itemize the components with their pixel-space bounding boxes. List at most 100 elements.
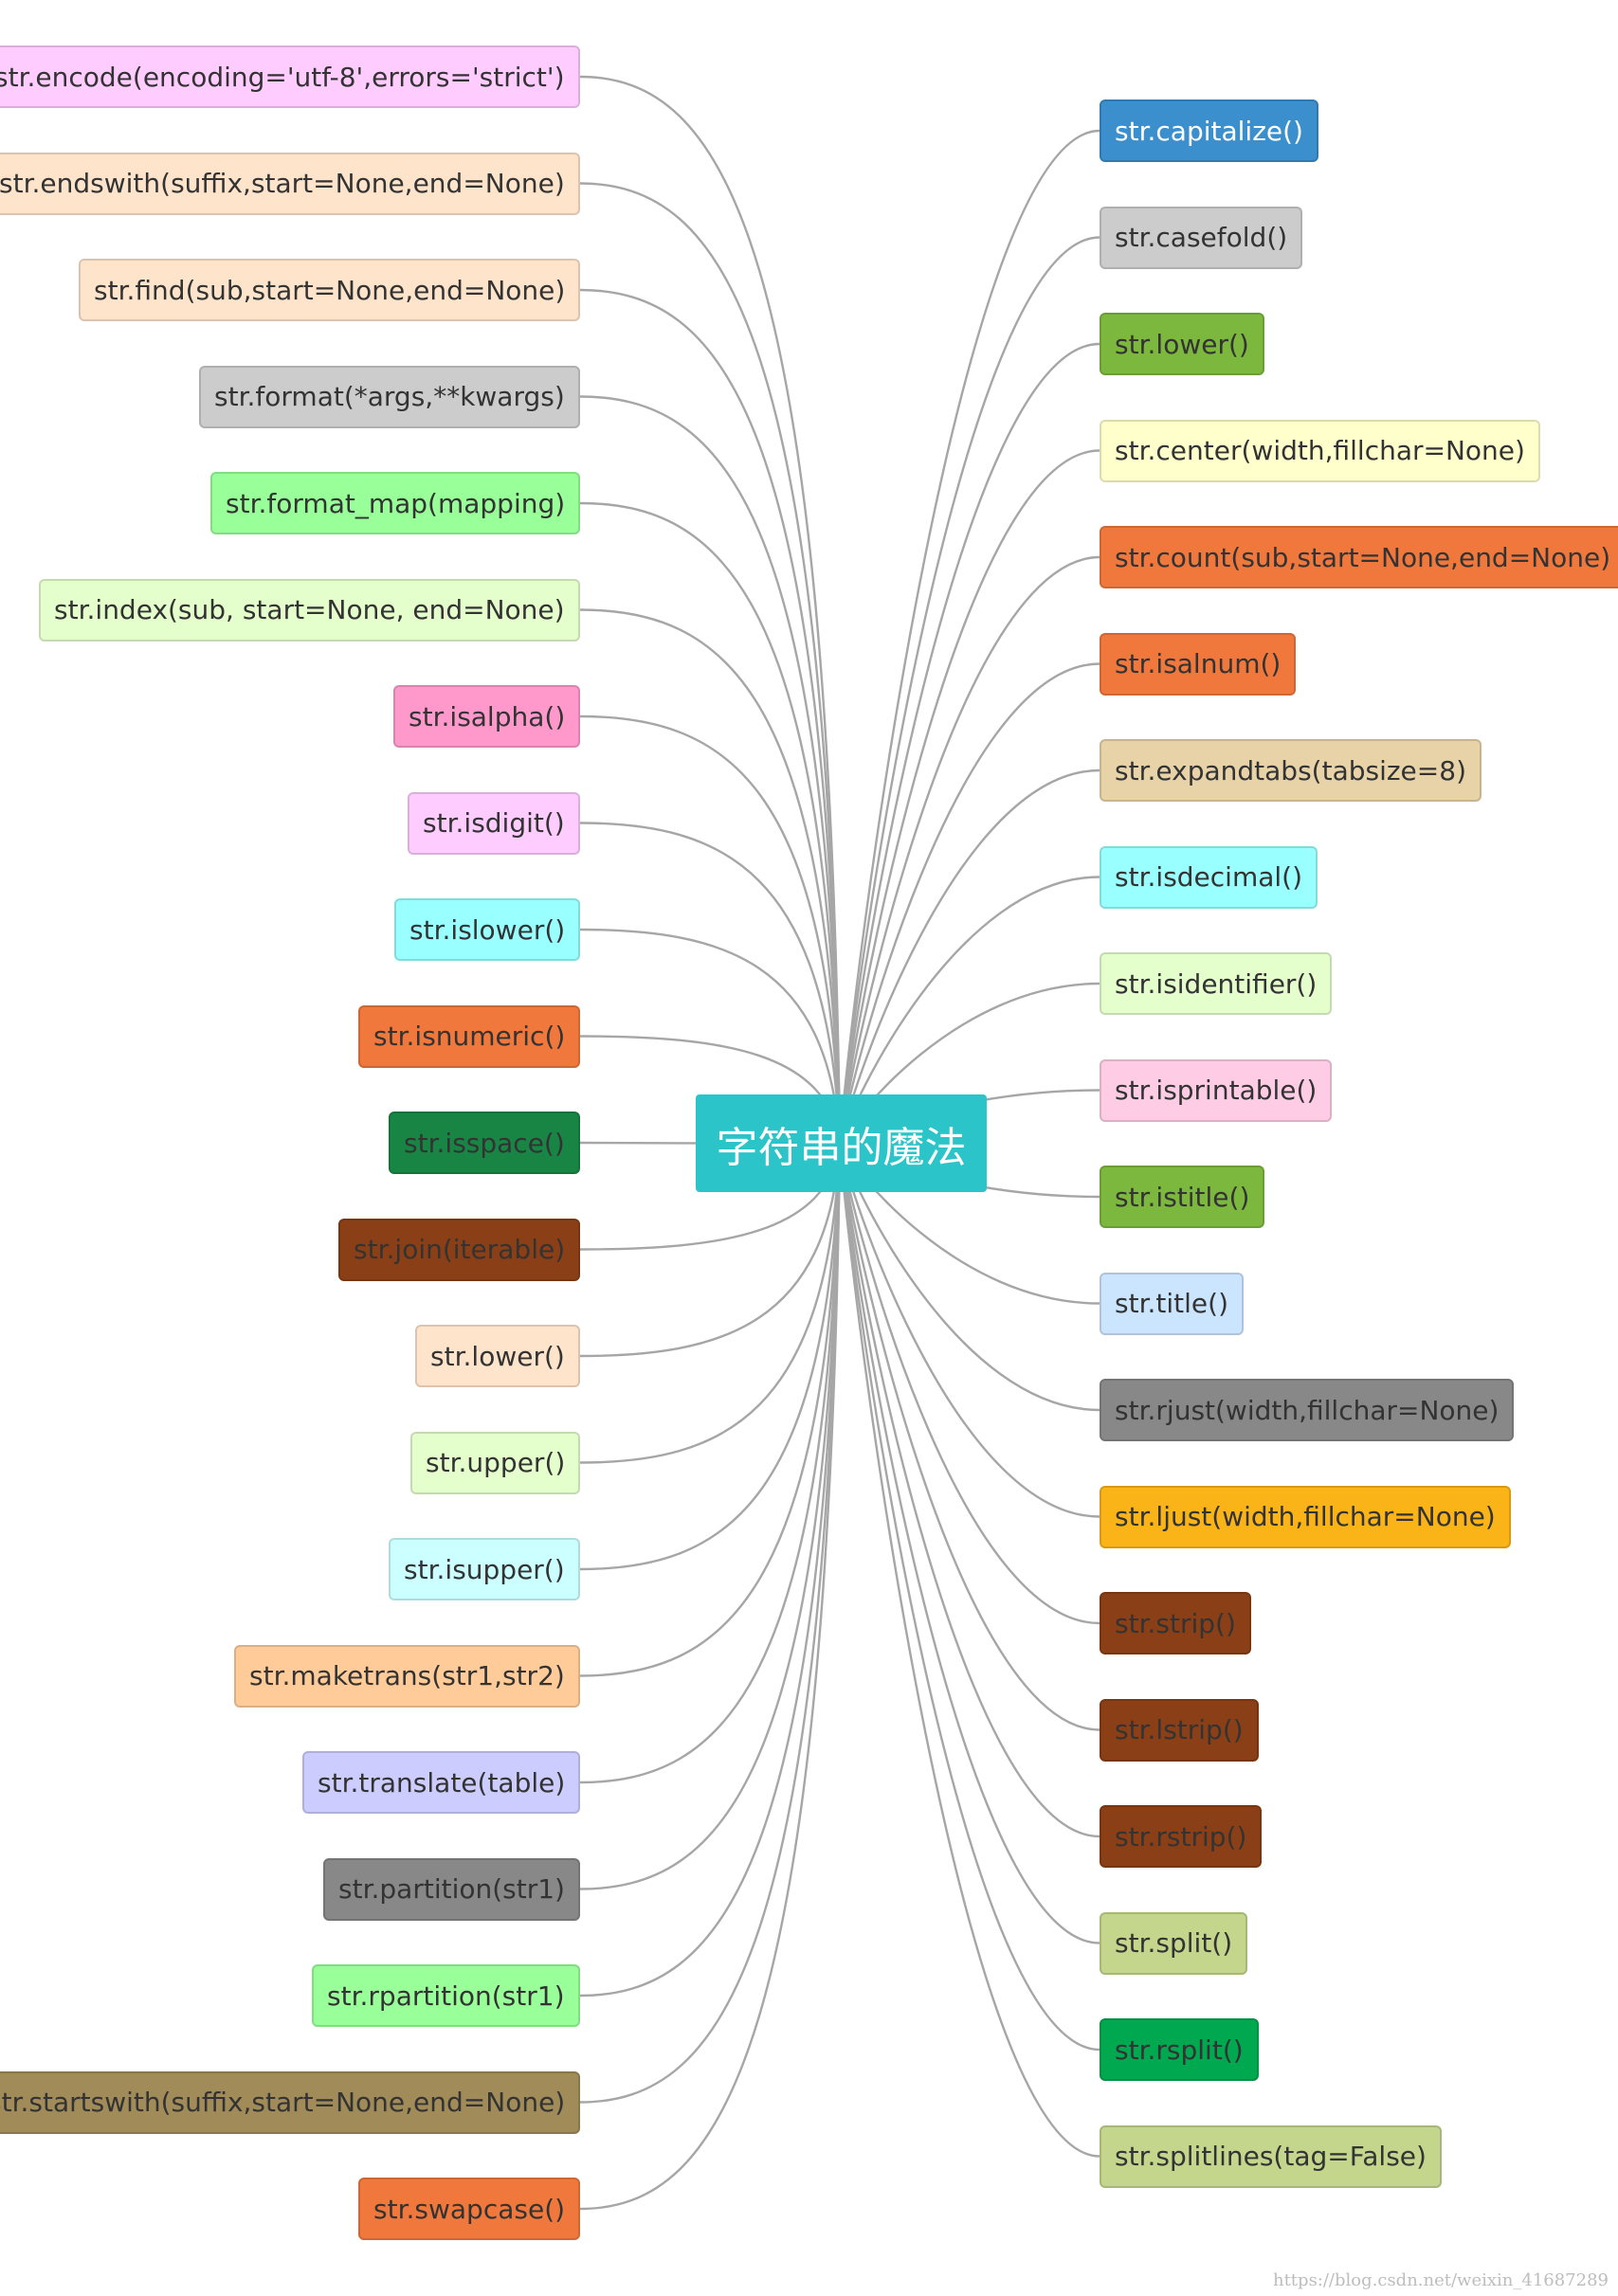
left-connector: [579, 501, 842, 1145]
left-node-label: str.format_map(mapping): [226, 487, 566, 519]
right-node-label: str.expandtabs(tabsize=8): [1115, 754, 1466, 786]
right-node-label: str.isidentifier(): [1115, 967, 1318, 1000]
left-node-label: str.isalpha(): [409, 700, 566, 732]
left-node-label: str.lower(): [430, 1340, 565, 1372]
left-node-label: str.isupper(): [404, 1553, 565, 1585]
left-node[interactable]: str.find(sub,start=None,end=None): [79, 259, 581, 321]
right-node-label: str.ljust(width,fillchar=None): [1115, 1501, 1496, 1532]
left-connector: [579, 288, 842, 1145]
right-node[interactable]: str.strip(): [1100, 1592, 1251, 1654]
left-node[interactable]: str.translate(table): [302, 1751, 581, 1814]
left-node-label: str.find(sub,start=None,end=None): [94, 274, 566, 306]
right-node-label: str.splitlines(tag=False): [1115, 2141, 1427, 2172]
left-node[interactable]: str.format_map(mapping): [210, 472, 581, 534]
left-connector: [579, 182, 842, 1145]
left-node[interactable]: str.index(sub, start=None, end=None): [39, 578, 580, 642]
right-node[interactable]: str.expandtabs(tabsize=8): [1100, 739, 1482, 802]
left-node-label: str.maketrans(str1,str2): [249, 1660, 565, 1691]
left-node[interactable]: str.isalpha(): [393, 685, 581, 748]
right-node[interactable]: str.split(): [1100, 1911, 1248, 1975]
left-node-label: str.translate(table): [318, 1766, 566, 1799]
right-connector: [838, 236, 1100, 1145]
right-connector: [838, 662, 1100, 1145]
right-connector: [838, 1143, 1100, 1625]
right-node[interactable]: str.lower(): [1100, 313, 1264, 375]
left-connector: [579, 1143, 842, 1890]
right-connector: [838, 1143, 1100, 1838]
right-node[interactable]: str.title(): [1100, 1272, 1244, 1335]
right-node[interactable]: str.istitle(): [1100, 1166, 1265, 1228]
right-node-label: str.rsplit(): [1115, 2034, 1244, 2066]
left-node-label: str.isspace(): [404, 1127, 565, 1159]
right-connector: [838, 1143, 1100, 1944]
left-node[interactable]: str.maketrans(str1,str2): [234, 1644, 580, 1708]
left-node[interactable]: str.startswith(suffix,start=None,end=Non…: [0, 2070, 581, 2134]
left-connector: [579, 1143, 842, 1464]
right-node-label: str.lstrip(): [1115, 1714, 1244, 1745]
right-node[interactable]: str.count(sub,start=None,end=None): [1100, 526, 1618, 588]
left-node[interactable]: str.rpartition(str1): [312, 1964, 580, 2027]
right-node[interactable]: str.rjust(width,fillchar=None): [1100, 1379, 1515, 1441]
right-connector: [838, 555, 1100, 1145]
right-node[interactable]: str.casefold(): [1100, 206, 1303, 269]
right-node-label: str.istitle(): [1115, 1181, 1250, 1213]
right-connector: [838, 342, 1100, 1145]
left-connector: [579, 608, 842, 1145]
left-connector: [579, 1143, 842, 1784]
left-node-label: str.isdigit(): [423, 807, 565, 839]
right-node-label: str.count(sub,start=None,end=None): [1115, 541, 1611, 573]
left-node[interactable]: str.encode(encoding='utf-8',errors='stri…: [0, 45, 580, 108]
left-node[interactable]: str.isupper(): [389, 1538, 580, 1600]
left-node-label: str.isnumeric(): [373, 1021, 566, 1052]
central-topic[interactable]: 字符串的魔法: [696, 1094, 987, 1192]
right-node[interactable]: str.isprintable(): [1100, 1058, 1333, 1122]
left-node[interactable]: str.swapcase(): [358, 2178, 581, 2240]
right-connector: [838, 1143, 1100, 2158]
left-connector: [579, 1143, 842, 1358]
left-node-label: str.startswith(suffix,start=None,end=Non…: [0, 2087, 566, 2118]
left-node[interactable]: str.partition(str1): [323, 1857, 580, 1921]
left-node[interactable]: str.isdigit(): [408, 791, 580, 855]
right-node-label: str.capitalize(): [1115, 115, 1303, 147]
left-connector: [579, 1143, 842, 2104]
right-node[interactable]: str.lstrip(): [1100, 1698, 1259, 1762]
left-connector: [579, 395, 842, 1145]
left-connector: [579, 714, 842, 1145]
right-node-label: str.casefold(): [1115, 222, 1288, 253]
left-node-label: str.partition(str1): [338, 1873, 565, 1905]
left-connector: [579, 1143, 842, 1998]
right-node-label: str.strip(): [1115, 1607, 1236, 1639]
right-connector: [838, 1143, 1100, 1731]
right-node[interactable]: str.capitalize(): [1100, 99, 1318, 162]
left-connector: [579, 75, 842, 1145]
left-connector: [579, 928, 842, 1145]
left-node[interactable]: str.format(*args,**kwargs): [199, 365, 580, 428]
right-node-label: str.isdecimal(): [1115, 861, 1303, 893]
right-node[interactable]: str.center(width,fillchar=None): [1100, 419, 1540, 482]
left-node-label: str.join(iterable): [354, 1234, 566, 1265]
right-node[interactable]: str.rstrip(): [1100, 1805, 1263, 1868]
right-node-label: str.title(): [1115, 1288, 1228, 1319]
right-node[interactable]: str.rsplit(): [1100, 2018, 1259, 2081]
right-node[interactable]: str.isalnum(): [1100, 632, 1297, 696]
right-node[interactable]: str.splitlines(tag=False): [1100, 2124, 1442, 2188]
right-node-label: str.isalnum(): [1115, 648, 1282, 679]
right-node-label: str.lower(): [1115, 328, 1249, 360]
right-node[interactable]: str.isdecimal(): [1100, 845, 1318, 909]
right-node-label: str.split(): [1115, 1927, 1233, 1959]
right-node-label: str.center(width,fillchar=None): [1115, 435, 1525, 466]
right-connector: [838, 449, 1100, 1145]
right-node[interactable]: str.isidentifier(): [1100, 952, 1333, 1015]
left-node[interactable]: str.endswith(suffix,start=None,end=None): [0, 152, 580, 215]
left-node[interactable]: str.upper(): [410, 1431, 581, 1494]
left-node-label: str.islower(): [409, 913, 566, 946]
left-node[interactable]: str.isnumeric(): [358, 1004, 581, 1068]
right-node[interactable]: str.ljust(width,fillchar=None): [1100, 1485, 1511, 1548]
left-node[interactable]: str.join(iterable): [338, 1218, 581, 1281]
left-node-label: str.endswith(suffix,start=None,end=None): [0, 168, 565, 199]
left-node[interactable]: str.islower(): [394, 898, 581, 961]
left-node[interactable]: str.lower(): [415, 1325, 580, 1387]
left-node-label: str.rpartition(str1): [327, 1980, 565, 2012]
left-connector: [579, 822, 842, 1145]
left-node[interactable]: str.isspace(): [389, 1112, 580, 1174]
